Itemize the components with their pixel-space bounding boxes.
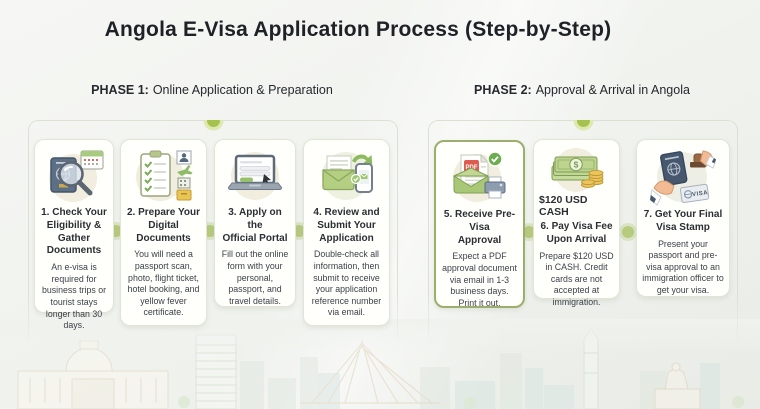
svg-text:VISA: VISA — [692, 190, 709, 198]
cash-payment-icon: $ — [551, 148, 603, 192]
step-body: Fill out the online form with your perso… — [221, 249, 289, 306]
step-body: You will need a passport scan, photo, fl… — [127, 249, 200, 318]
page-title: Angola E-Visa Application Process (Step-… — [104, 18, 612, 41]
step-card-6: $ $120 USD CASH 6. Pay Visa Fee Upon Arr… — [533, 139, 620, 307]
phase-1-label-text: Online Application & Preparation — [152, 83, 333, 97]
pdf-approval-icon: PDF — [452, 151, 505, 202]
step-title: 5. Receive Pre-Visa Approval — [443, 209, 516, 246]
connector-dot — [204, 225, 216, 237]
phase-2-label-prefix: PHASE 2: — [474, 83, 532, 97]
step-body: Expect a PDF approval document via email… — [442, 251, 517, 308]
step-card-1: 1. Check Your Eligibility & Gather Docum… — [34, 139, 114, 330]
step-title: 1. Check Your Eligibility & Gather Docum… — [41, 207, 107, 257]
step-title: 3. Apply on the Official Portal — [222, 207, 288, 244]
svg-text:$: $ — [573, 160, 578, 170]
phase-1-label-prefix: PHASE 1: — [91, 83, 149, 97]
phase-1-timeline-dot — [206, 113, 220, 127]
phase-1-label: PHASE 1:Online Application & Preparation — [28, 83, 396, 97]
passport-search-icon — [49, 150, 104, 202]
documents-checklist-icon — [135, 150, 192, 201]
step-title: 7. Get Your Final Visa Stamp — [643, 209, 723, 233]
visa-stamp-icon: VISA — [650, 150, 716, 206]
step-body: Present your passport and pre-visa appro… — [642, 238, 724, 296]
step-card-4: 4. Review and Submit Your Application Do… — [303, 139, 390, 326]
step-body: An e-visa is required for business trips… — [41, 262, 107, 331]
step-card-2: 2. Prepare Your Digital Documents You wi… — [120, 139, 207, 326]
connector-dot — [293, 225, 305, 237]
step-body: Prepare $120 USD in CASH. Credit cards a… — [539, 250, 614, 308]
phase-2-timeline-dot — [576, 113, 590, 127]
step-title: 2. Prepare Your Digital Documents — [127, 207, 200, 244]
phase-2-label: PHASE 2:Approval & Arrival in Angola — [428, 83, 736, 97]
step-card-7: VISA 7. Get Your Final Visa Stamp Presen… — [636, 139, 730, 297]
cash-amount-caption: $120 USD CASH — [539, 194, 588, 218]
connector-dot — [523, 226, 535, 238]
portal-laptop-icon — [228, 152, 282, 200]
connector-dot — [622, 226, 634, 238]
step-body: Double-check all information, then submi… — [311, 249, 382, 318]
step-card-3: 3. Apply on the Official Portal Fill out… — [214, 139, 296, 307]
step-title: 6. Pay Visa Fee Upon Arrival — [540, 221, 613, 245]
step-card-5: PDF 5. Receive Pre-Visa Approval Expect … — [434, 140, 525, 308]
phase-2-label-text: Approval & Arrival in Angola — [535, 83, 690, 97]
submit-email-icon — [321, 152, 373, 200]
step-title: 4. Review and Submit Your Application — [313, 207, 380, 244]
